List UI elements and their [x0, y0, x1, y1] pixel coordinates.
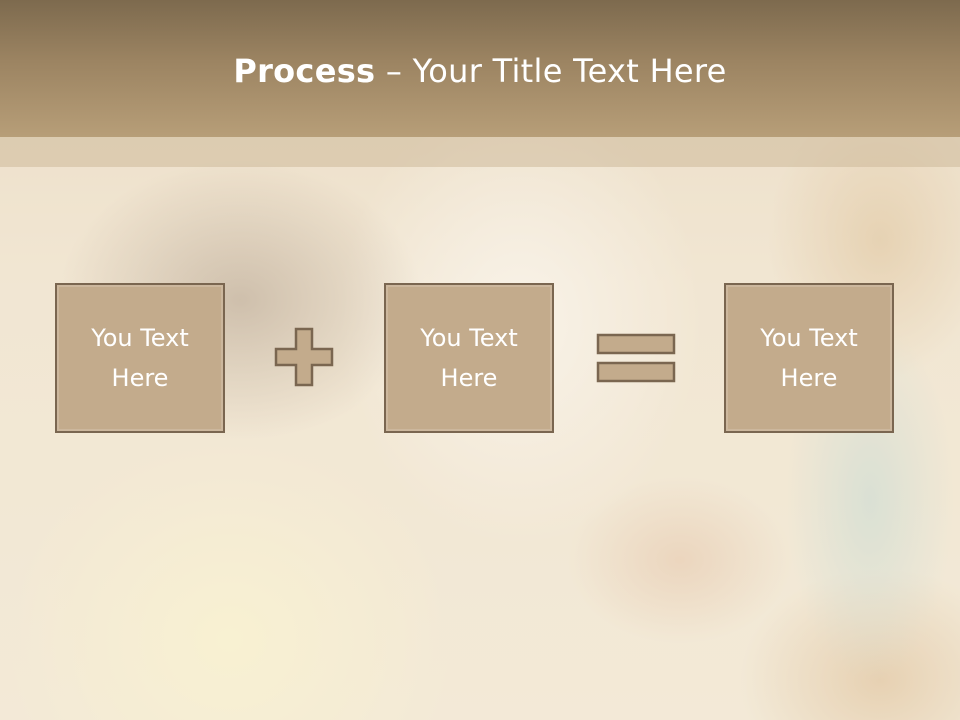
process-box-2: You Text Here	[384, 283, 554, 433]
process-box-3-text: You Text Here	[760, 324, 858, 392]
process-box-3: You Text Here	[724, 283, 894, 433]
title-bold: Process	[233, 52, 376, 90]
title-sub-band	[0, 137, 960, 167]
plus-icon	[274, 327, 334, 387]
slide-title: Process – Your Title Text Here	[0, 52, 960, 90]
title-rest: – Your Title Text Here	[375, 52, 727, 90]
process-box-1: You Text Here	[55, 283, 225, 433]
process-box-1-text: You Text Here	[91, 324, 189, 392]
equals-icon	[596, 333, 676, 383]
process-box-2-text: You Text Here	[420, 324, 518, 392]
title-bar	[0, 0, 960, 137]
